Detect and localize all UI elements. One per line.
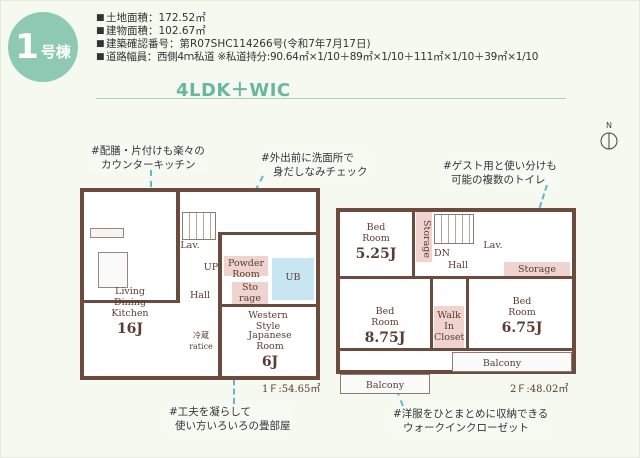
floor2-balcony-2-label: Balcony xyxy=(482,358,522,369)
floor1-storage: Sto rage xyxy=(232,282,268,304)
floor1-powder-room: Powder Room xyxy=(224,256,268,280)
floor2-wall-b1 xyxy=(412,210,415,276)
floor2-stairs xyxy=(434,214,474,244)
building-unit: 号棟 xyxy=(40,42,71,61)
kitchen-arrow xyxy=(150,170,152,198)
floor2-wall-bottom xyxy=(336,348,576,351)
floor2-bedroom-1: Bed Room 5.25J xyxy=(346,222,406,262)
japanese-size: 6J xyxy=(261,354,279,370)
floor1-western-room: Western Style xyxy=(248,310,288,332)
building-badge: 1 号棟 xyxy=(8,12,78,82)
spec-line: ■建築確認番号：第R07SHC114266号(令和7年7月17日) xyxy=(96,38,371,50)
floor2-walk-in-closet: Walk In Closet xyxy=(434,306,464,348)
bed3-size: 6.75J xyxy=(501,320,543,336)
north-compass-icon: N xyxy=(600,121,618,150)
floor1-area: 1Ｆ:54.65㎡ xyxy=(262,384,321,395)
floor1-wall-ldk-bottom xyxy=(84,300,180,303)
floor2-dn-label: DN xyxy=(434,248,450,259)
floor1-hall: Hall xyxy=(189,290,211,301)
powder-callout: #外出前に洗面所で 身だしなみチェック xyxy=(258,150,371,180)
floor1-wall-western xyxy=(218,304,316,307)
spec-line: ■土地面積：172.52㎡ xyxy=(96,12,206,24)
floor2-balcony-1-label: Balcony xyxy=(365,380,405,391)
floor1-wall-ldk xyxy=(176,190,180,300)
floor1-refri: 冷蔵 ratice xyxy=(189,331,213,351)
floor2-bedroom-3: Bed Room 6.75J xyxy=(492,296,552,336)
compass-letter: N xyxy=(606,121,612,130)
floor2-wall-closet xyxy=(430,276,433,350)
closet-callout: #洋服をひとまとめに収納できる ウォークインクローゼット xyxy=(390,406,552,436)
divider xyxy=(96,98,566,99)
building-number: 1 xyxy=(15,27,39,67)
bed1-size: 5.25J xyxy=(355,246,397,262)
plan-type: 4LDK＋WIC xyxy=(176,80,291,101)
floor2-balcony-1 xyxy=(340,374,430,394)
floor2-storage-vertical: Storage xyxy=(416,212,432,262)
floor2-hall: Hall xyxy=(447,260,469,271)
floor2-wall-b3 xyxy=(466,276,469,350)
floor2-bedroom-2: Bed Room 8.75J xyxy=(352,306,418,346)
floor1-ldk-room: Living Dining Kitchen 16J xyxy=(100,286,160,337)
kitchen-callout: #配膳・片付けも楽々の カウンターキッチン xyxy=(88,143,208,173)
ldk-size: 16J xyxy=(116,321,144,337)
floor2-lav: Lav. xyxy=(483,240,503,251)
floor2-balcony-2 xyxy=(452,352,572,372)
floor2-storage-horizontal: Storage xyxy=(504,262,570,276)
floor1-stairs xyxy=(182,212,216,240)
property-specs: ■土地面積：172.52㎡ ■建物面積：102.67㎡ ■建築確認番号：第R07… xyxy=(96,12,538,64)
floor1-kitchen-counter xyxy=(90,228,124,238)
japanese-arrow xyxy=(233,370,235,404)
toilet-callout: #ゲスト用と使い分けも 可能の複数のトイレ xyxy=(440,158,560,188)
floor2-area: 2Ｆ:48.02㎡ xyxy=(510,384,569,395)
floor1-wall-wet xyxy=(218,232,316,235)
floor2-wall-mid xyxy=(336,276,576,279)
floor1-japanese-room: Japanese Room 6J xyxy=(242,330,298,370)
spec-line: ■道路幅員：西側4ｍ私道 ※私道持分:90.64㎡×1/10＋89㎡×1/10＋… xyxy=(96,51,539,63)
bed2-size: 8.75J xyxy=(364,330,406,346)
japanese-room-callout: #工夫を凝らして 使い方いろいろの畳部屋 xyxy=(166,404,294,434)
floor1-dining-table xyxy=(98,252,128,288)
spec-line: ■建物面積：102.67㎡ xyxy=(96,25,206,37)
floor1-lav: Lav. xyxy=(180,240,200,251)
floor1-bath: UB xyxy=(272,258,314,300)
floor1-up-label: UP xyxy=(203,262,219,273)
